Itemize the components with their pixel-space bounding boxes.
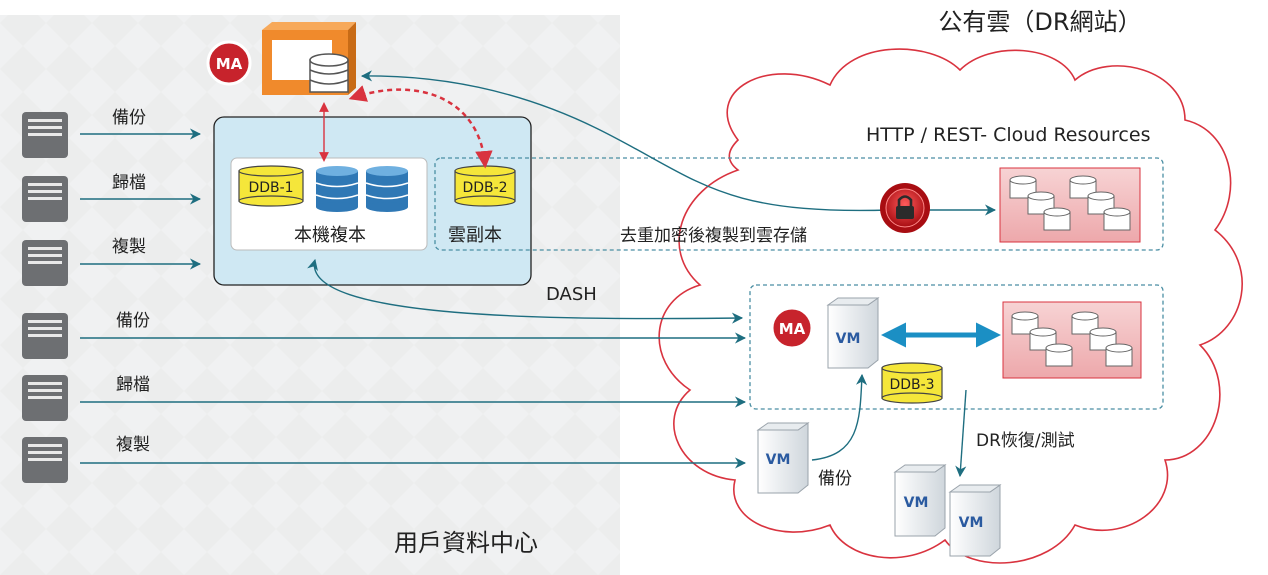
ddb-3-database: DDB-3 bbox=[881, 362, 943, 404]
server-label: 歸檔 bbox=[116, 375, 150, 395]
ddb-3-label: DDB-3 bbox=[889, 377, 934, 393]
ma-badge: MA bbox=[770, 306, 814, 350]
datacenter-title: 用戶資料中心 bbox=[394, 529, 538, 557]
cloud-storage-icon bbox=[999, 167, 1141, 243]
vm-label: VM bbox=[959, 515, 984, 531]
database-icon bbox=[365, 166, 409, 212]
cloud-storage-icon bbox=[1002, 301, 1142, 379]
vm-icon: VM bbox=[893, 464, 947, 537]
server-icon bbox=[22, 437, 68, 483]
vm-label: VM bbox=[766, 452, 791, 468]
ma-badge: MA bbox=[206, 40, 252, 86]
vm-icon: VM bbox=[826, 297, 880, 369]
lock-icon bbox=[880, 183, 930, 233]
dash-arrow bbox=[307, 258, 744, 324]
server-icon bbox=[22, 176, 68, 222]
ma-cloud-copy-arrow bbox=[348, 85, 493, 169]
server-label: 備份 bbox=[116, 311, 150, 331]
vm-icon: VM bbox=[756, 422, 810, 494]
vm-icon: VM bbox=[948, 484, 1002, 557]
server-label: 複製 bbox=[112, 237, 146, 257]
ma-badge-label: MA bbox=[779, 320, 806, 338]
cloud-copy-region bbox=[434, 157, 1164, 251]
server-icon bbox=[22, 112, 68, 158]
ma-badge-label: MA bbox=[216, 55, 243, 73]
dedupe-encrypt-text: 去重加密後複製到雲存儲 bbox=[620, 226, 807, 246]
cloud-title: 公有雲（DR網站） bbox=[938, 8, 1141, 36]
local-copy-label: 本機複本 bbox=[294, 225, 366, 246]
ddb-1-database: DDB-1 bbox=[238, 165, 304, 207]
server-icon bbox=[22, 313, 68, 359]
server-icon bbox=[22, 240, 68, 286]
vm-label: VM bbox=[904, 495, 929, 511]
vm-backup-arrow bbox=[811, 373, 868, 461]
server-label: 複製 bbox=[116, 435, 150, 455]
cloud-copy-label: 雲副本 bbox=[448, 225, 502, 246]
database-icon bbox=[315, 166, 359, 212]
media-agent-icon bbox=[262, 22, 356, 95]
ddb-2-label: DDB-2 bbox=[462, 180, 507, 196]
vm-backup-label: 備份 bbox=[818, 469, 852, 489]
server-label: 歸檔 bbox=[112, 173, 146, 193]
dr-restore-label: DR恢復/測試 bbox=[976, 431, 1075, 451]
dash-label: DASH bbox=[546, 284, 597, 305]
server-icon bbox=[22, 375, 68, 421]
dr-site-region bbox=[749, 284, 1164, 410]
dr-restore-arrow bbox=[955, 389, 967, 478]
http-rest-label: HTTP / REST- Cloud Resources bbox=[866, 124, 1150, 146]
datacenter-background bbox=[0, 15, 620, 575]
cloud-to-ma-arrow bbox=[360, 70, 891, 212]
server-label: 備份 bbox=[112, 108, 146, 128]
vm-label: VM bbox=[836, 331, 861, 347]
ddb-2-database: DDB-2 bbox=[454, 165, 516, 207]
ddb-1-label: DDB-1 bbox=[248, 180, 293, 196]
